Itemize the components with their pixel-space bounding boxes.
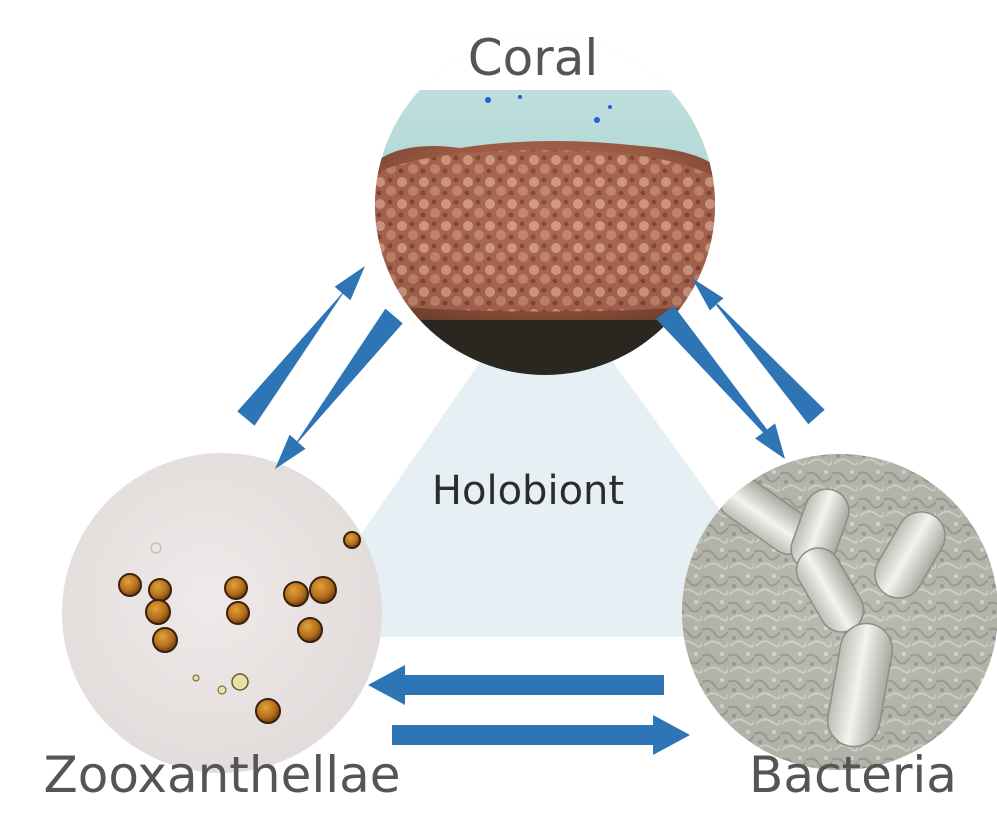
holobiont-label: Holobiont <box>432 468 624 514</box>
coral-image <box>375 35 715 375</box>
arrow-coral-to-zooxanthellae <box>275 308 403 469</box>
arrow-zooxanthellae-to-bacteria <box>392 715 690 755</box>
zooxanthellae-label: Zooxanthellae <box>43 746 400 804</box>
holobiont-triangle <box>290 268 812 637</box>
bacteria-image <box>682 454 997 770</box>
coral-label: Coral <box>468 29 599 87</box>
arrow-coral-to-bacteria <box>656 305 785 459</box>
zooxanthellae-image <box>62 453 382 773</box>
arrow-bacteria-to-coral <box>692 278 825 425</box>
arrows <box>237 266 825 755</box>
bacteria-label: Bacteria <box>749 746 957 804</box>
arrow-bacteria-to-zooxanthellae <box>368 665 664 705</box>
arrow-zooxanthellae-to-coral <box>237 266 365 426</box>
